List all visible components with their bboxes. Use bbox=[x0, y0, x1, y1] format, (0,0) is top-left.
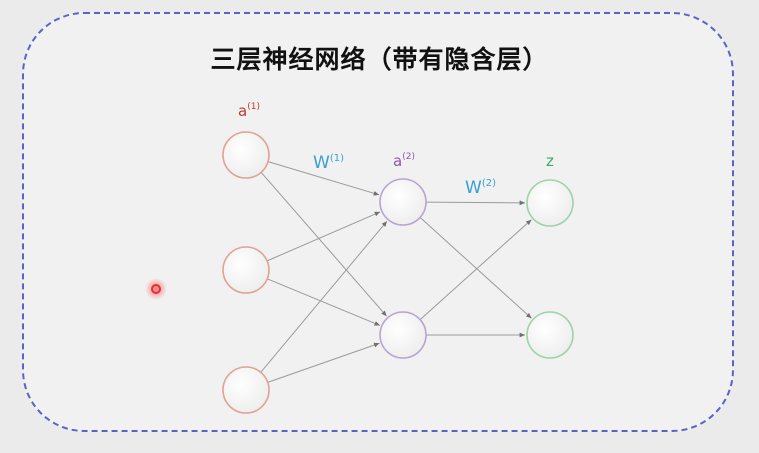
layer-label-3: z bbox=[546, 152, 554, 170]
edge-l1-3-to-2 bbox=[267, 342, 380, 383]
node-layer2-2 bbox=[379, 311, 427, 359]
edge-l2-1-to-2 bbox=[419, 217, 532, 319]
edge-l1-2-to-1 bbox=[266, 211, 381, 262]
edges-group bbox=[260, 161, 532, 383]
layer-label-2: a(2) bbox=[393, 152, 415, 170]
dashed-frame bbox=[22, 12, 734, 432]
edge-l2-1-to-1 bbox=[425, 200, 526, 206]
edge-l1-3-to-1 bbox=[260, 220, 388, 373]
edge-l1-1-to-2 bbox=[260, 172, 387, 317]
node-layer2-1 bbox=[379, 178, 427, 226]
edge-l1-1-to-1 bbox=[267, 161, 380, 196]
node-layer1-3 bbox=[222, 366, 270, 414]
node-layer1-2 bbox=[222, 246, 270, 294]
weight-label-1: W(1) bbox=[313, 153, 344, 173]
cursor-glow bbox=[145, 278, 167, 300]
node-layer3-2 bbox=[526, 311, 574, 359]
layer-label-1: a(1) bbox=[238, 102, 260, 120]
cursor-ring bbox=[151, 284, 161, 294]
weight-label-2: W(2) bbox=[465, 178, 496, 198]
cursor-icon bbox=[145, 278, 167, 300]
node-layer3-1 bbox=[526, 179, 574, 227]
edge-l2-2-to-1 bbox=[419, 219, 532, 321]
nodes-group bbox=[222, 131, 574, 414]
node-layer1-1 bbox=[222, 131, 270, 179]
edge-l1-2-to-2 bbox=[267, 278, 381, 326]
labels-group: a(1) a(2) z W(1) W(2) bbox=[238, 102, 554, 198]
diagram-title: 三层神经网络（带有隐含层） bbox=[210, 45, 549, 74]
